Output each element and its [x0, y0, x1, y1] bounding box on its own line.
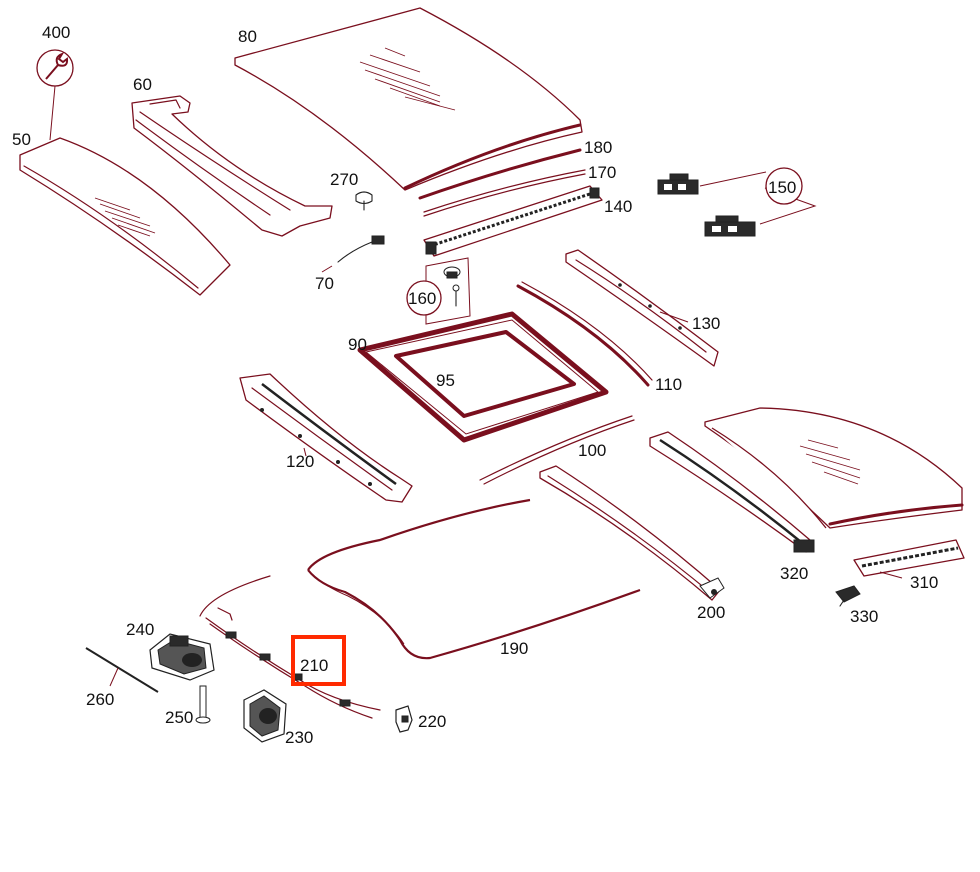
callout-80[interactable]: 80	[238, 27, 257, 46]
callout-200[interactable]: 200	[697, 603, 725, 622]
part-100-seal[interactable]	[479, 415, 635, 485]
part-220-clip[interactable]	[395, 705, 413, 733]
part-230-motor[interactable]	[243, 689, 287, 743]
callout-220[interactable]: 220	[418, 712, 446, 731]
part-260-rod[interactable]	[85, 647, 159, 693]
part-310-bracket[interactable]	[853, 539, 965, 579]
part-320-cassette[interactable]	[649, 407, 964, 553]
part-270-screw[interactable]	[355, 191, 373, 211]
callout-190[interactable]: 190	[500, 639, 528, 658]
part-50-rear-panel[interactable]	[19, 137, 231, 296]
callout-240[interactable]: 240	[126, 620, 154, 639]
part-150-brackets[interactable]	[657, 167, 817, 237]
callout-110[interactable]: 110	[655, 375, 682, 394]
callout-140[interactable]: 140	[604, 197, 632, 216]
part-70-cable[interactable]	[321, 235, 385, 273]
callout-260[interactable]: 260	[86, 690, 114, 709]
callout-170[interactable]: 170	[588, 163, 616, 182]
part-60-rear-frame[interactable]	[131, 95, 333, 237]
part-80-glass-lid[interactable]	[234, 7, 583, 191]
part-180-seal[interactable]	[418, 148, 582, 200]
part-250-bolt[interactable]	[195, 685, 211, 724]
part-120-left-rail[interactable]	[239, 373, 413, 503]
callout-270[interactable]: 270	[330, 170, 358, 189]
part-170-seal[interactable]	[423, 169, 586, 217]
callout-100[interactable]: 100	[578, 441, 606, 460]
highlight-frame	[291, 635, 346, 686]
callout-250[interactable]: 250	[165, 708, 193, 727]
callout-310[interactable]: 310	[910, 573, 938, 592]
callout-90[interactable]: 90	[348, 335, 367, 354]
part-190-roof-seal[interactable]	[307, 498, 641, 660]
part-160-clip-kit[interactable]	[406, 257, 471, 325]
callout-160[interactable]: 160	[408, 289, 436, 308]
part-200-cross-rail[interactable]	[539, 465, 725, 601]
callout-320[interactable]: 320	[780, 564, 808, 583]
callout-120[interactable]: 120	[286, 452, 314, 471]
callout-70[interactable]: 70	[315, 274, 334, 293]
wrench-icon[interactable]	[36, 49, 74, 141]
callout-60[interactable]: 60	[133, 75, 152, 94]
callout-330[interactable]: 330	[850, 607, 878, 626]
part-110-seal[interactable]	[516, 281, 653, 387]
part-140-front-rail[interactable]	[423, 185, 603, 257]
part-130-side-rail[interactable]	[565, 249, 719, 367]
part-330-clip[interactable]	[835, 585, 861, 607]
callout-210[interactable]: 210	[300, 656, 328, 675]
part-240-motor[interactable]	[149, 633, 215, 681]
callout-130[interactable]: 130	[692, 314, 720, 333]
callout-230[interactable]: 230	[285, 728, 313, 747]
callout-400[interactable]: 400	[42, 23, 70, 42]
callout-95[interactable]: 95	[436, 371, 455, 390]
part-95-inner-panel[interactable]	[394, 330, 576, 418]
callout-180[interactable]: 180	[584, 138, 612, 157]
callout-150[interactable]: 150	[768, 178, 796, 197]
callout-50[interactable]: 50	[12, 130, 31, 149]
